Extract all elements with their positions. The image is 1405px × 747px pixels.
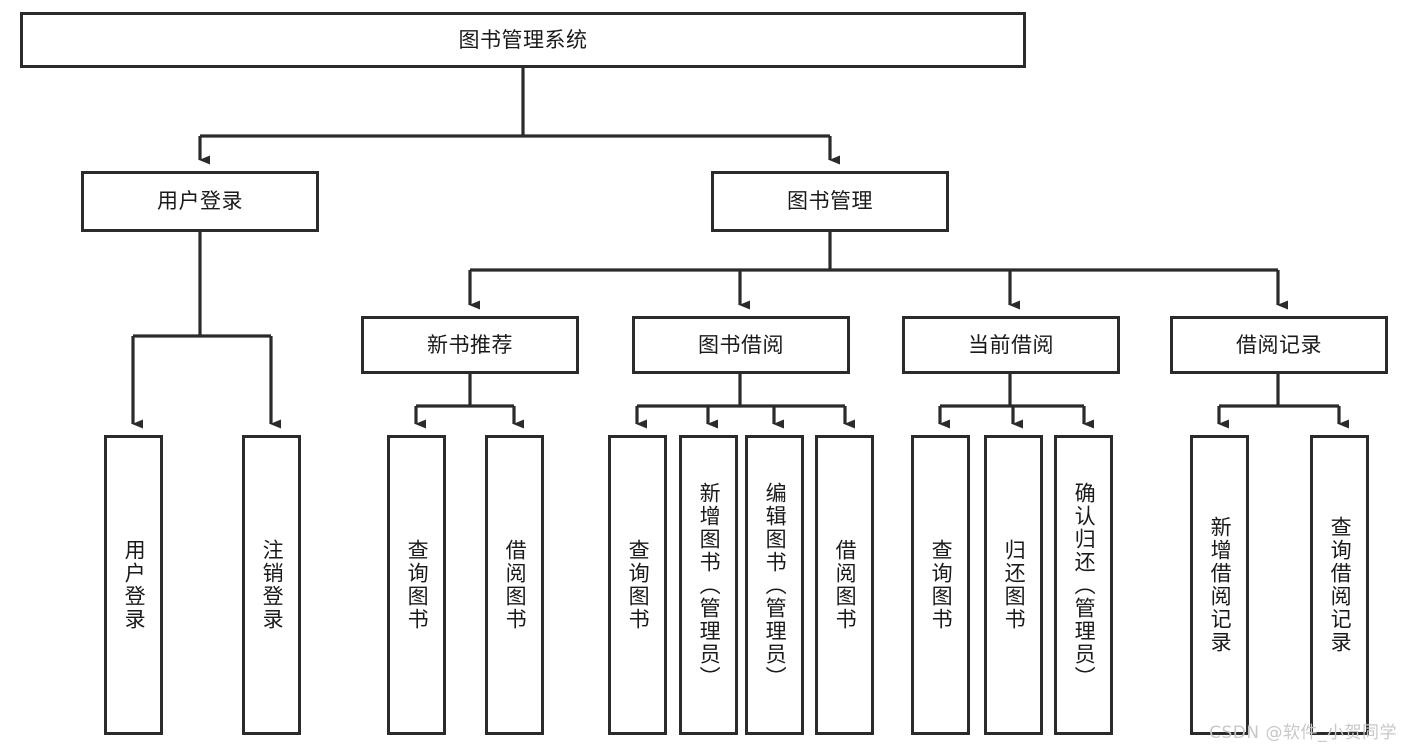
- node-book-borrow-label: 图书借阅: [698, 332, 784, 357]
- leaf-query-book-2[interactable]: 查询图书: [608, 435, 667, 735]
- leaf-return-book[interactable]: 归还图书: [984, 435, 1043, 735]
- leaf-borrow-book-2-label: 借阅图书: [833, 539, 858, 631]
- leaf-return-book-label: 归还图书: [1002, 539, 1027, 631]
- leaf-add-record[interactable]: 新增借阅记录: [1190, 435, 1249, 735]
- leaf-query-book-1-label: 查询图书: [405, 539, 430, 631]
- node-book-borrow[interactable]: 图书借阅: [632, 316, 850, 374]
- leaf-query-record[interactable]: 查询借阅记录: [1310, 435, 1369, 735]
- node-root-label: 图书管理系统: [458, 27, 588, 52]
- leaf-query-book-3-label: 查询图书: [929, 539, 954, 631]
- leaf-confirm-return[interactable]: 确认归还（管理员）: [1054, 435, 1113, 735]
- node-book-manage[interactable]: 图书管理: [711, 171, 949, 232]
- leaf-borrow-book-1[interactable]: 借阅图书: [485, 435, 544, 735]
- leaf-user-logout-label: 注销登录: [260, 539, 285, 631]
- leaf-borrow-book-1-label: 借阅图书: [503, 539, 528, 631]
- node-borrow-record-label: 借阅记录: [1236, 332, 1322, 357]
- node-new-book-rec[interactable]: 新书推荐: [361, 316, 579, 374]
- leaf-confirm-return-label: 确认归还（管理员）: [1072, 481, 1097, 689]
- leaf-borrow-book-2[interactable]: 借阅图书: [815, 435, 874, 735]
- leaf-edit-book-label: 编辑图书（管理员）: [763, 481, 788, 689]
- node-new-book-rec-label: 新书推荐: [427, 332, 513, 357]
- leaf-add-record-label: 新增借阅记录: [1208, 516, 1233, 654]
- node-current-borrow[interactable]: 当前借阅: [902, 316, 1120, 374]
- node-current-borrow-label: 当前借阅: [968, 332, 1054, 357]
- node-borrow-record[interactable]: 借阅记录: [1170, 316, 1388, 374]
- leaf-add-book[interactable]: 新增图书（管理员）: [679, 435, 738, 735]
- leaf-user-login[interactable]: 用户登录: [104, 435, 163, 735]
- watermark: CSDN @软件_小贺同学: [1209, 723, 1397, 743]
- leaf-user-login-label: 用户登录: [122, 539, 147, 631]
- leaf-query-book-2-label: 查询图书: [626, 539, 651, 631]
- leaf-add-book-label: 新增图书（管理员）: [697, 481, 722, 689]
- node-book-manage-label: 图书管理: [787, 189, 873, 214]
- leaf-user-logout[interactable]: 注销登录: [242, 435, 301, 735]
- leaf-query-book-3[interactable]: 查询图书: [911, 435, 970, 735]
- node-user-login-label: 用户登录: [157, 189, 243, 214]
- node-user-login[interactable]: 用户登录: [81, 171, 319, 232]
- leaf-query-record-label: 查询借阅记录: [1328, 516, 1353, 654]
- leaf-query-book-1[interactable]: 查询图书: [387, 435, 446, 735]
- leaf-edit-book[interactable]: 编辑图书（管理员）: [745, 435, 804, 735]
- node-root[interactable]: 图书管理系统: [20, 12, 1026, 68]
